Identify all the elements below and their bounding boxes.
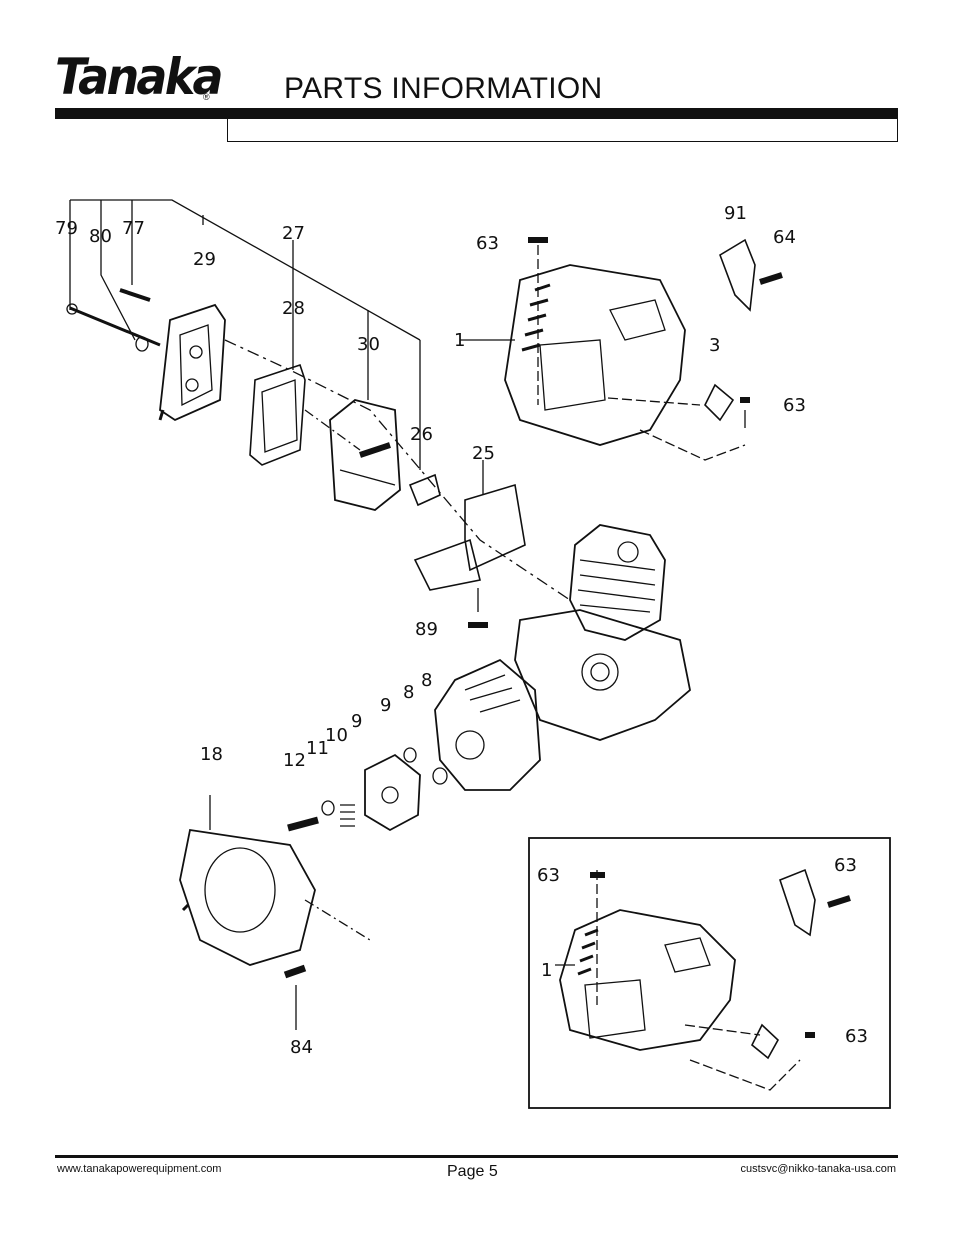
label-18: 18	[200, 744, 223, 765]
inset-label-63-bottom: 63	[845, 1026, 868, 1047]
label-28: 28	[282, 298, 305, 319]
inset-label-63-right: 63	[834, 855, 857, 876]
inset-label-1: 1	[541, 960, 552, 981]
label-26: 26	[410, 424, 433, 445]
brand-logo: Tanaka	[55, 48, 224, 106]
footer-email[interactable]: custsvc@nikko-tanaka-usa.com	[740, 1163, 896, 1175]
inset-label-63-top: 63	[537, 865, 560, 886]
label-77: 77	[122, 218, 145, 239]
label-63-right: 63	[783, 395, 806, 416]
label-80: 80	[89, 226, 112, 247]
label-10: 10	[325, 725, 348, 746]
label-84: 84	[290, 1037, 313, 1058]
label-29: 29	[193, 249, 216, 270]
header-rule	[55, 108, 898, 119]
label-12: 12	[283, 750, 306, 771]
label-27: 27	[282, 223, 305, 244]
label-1: 1	[454, 330, 465, 351]
label-9-right: 9	[380, 695, 391, 716]
footer-rule	[55, 1155, 898, 1158]
label-25: 25	[472, 443, 495, 464]
page-title: PARTS INFORMATION	[284, 72, 603, 105]
label-64: 64	[773, 227, 796, 248]
footer-website[interactable]: www.tanakapowerequipment.com	[57, 1163, 222, 1175]
label-11: 11	[306, 738, 329, 759]
label-63-top: 63	[476, 233, 499, 254]
subtitle-box	[227, 119, 898, 142]
label-8-left: 8	[403, 682, 414, 703]
registered-mark: ®	[203, 92, 210, 102]
page-number: Page 5	[447, 1163, 498, 1180]
label-3: 3	[709, 335, 720, 356]
label-79: 79	[55, 218, 78, 239]
label-30: 30	[357, 334, 380, 355]
label-91: 91	[724, 203, 747, 224]
label-9-left: 9	[351, 711, 362, 732]
label-89: 89	[415, 619, 438, 640]
label-8-right: 8	[421, 670, 432, 691]
